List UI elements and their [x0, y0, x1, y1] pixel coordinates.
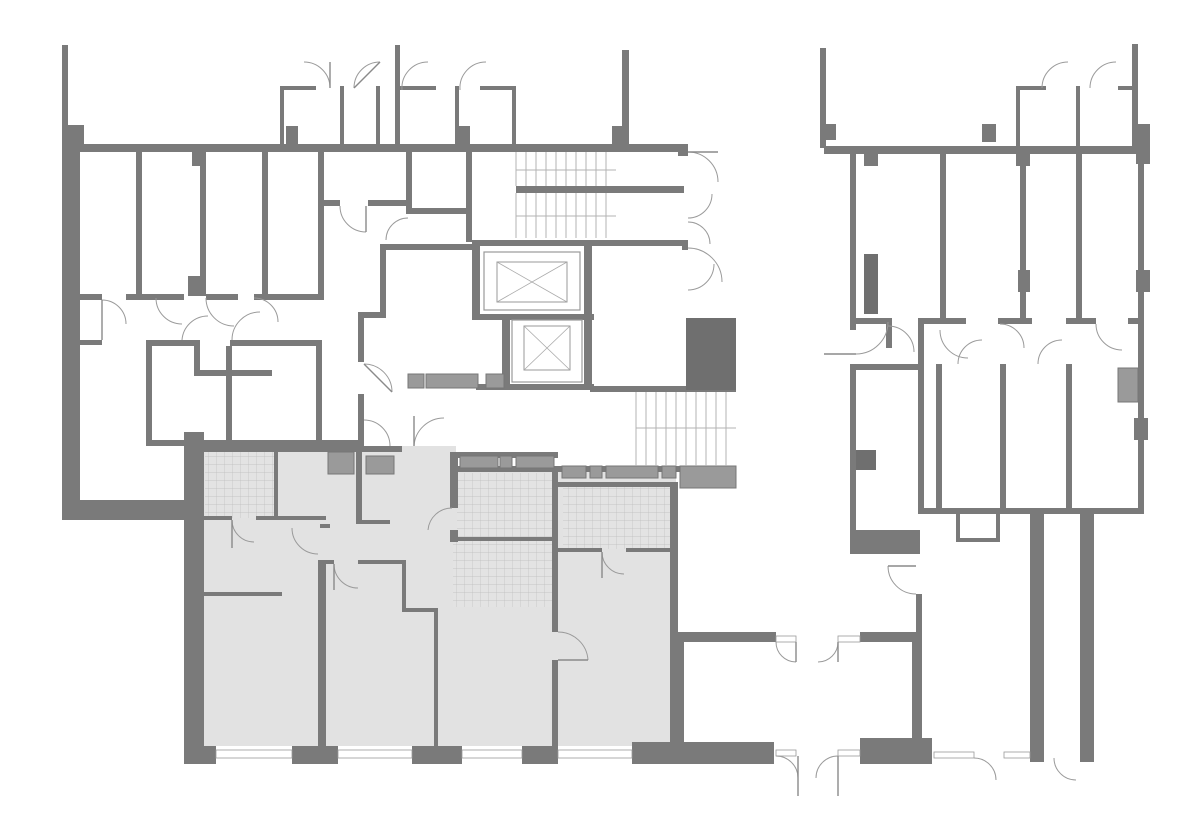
staircase-lower	[635, 392, 736, 466]
bathroom-tile-2	[457, 473, 555, 537]
staircase-upper	[515, 152, 616, 238]
doors	[101, 61, 1123, 796]
bathroom-tile-1	[205, 450, 275, 518]
bathroom-tile-4	[563, 487, 671, 549]
elevator-2	[511, 319, 583, 383]
bathroom-tile-3	[453, 541, 556, 607]
walls	[62, 44, 1150, 764]
elevator-1	[483, 251, 581, 311]
